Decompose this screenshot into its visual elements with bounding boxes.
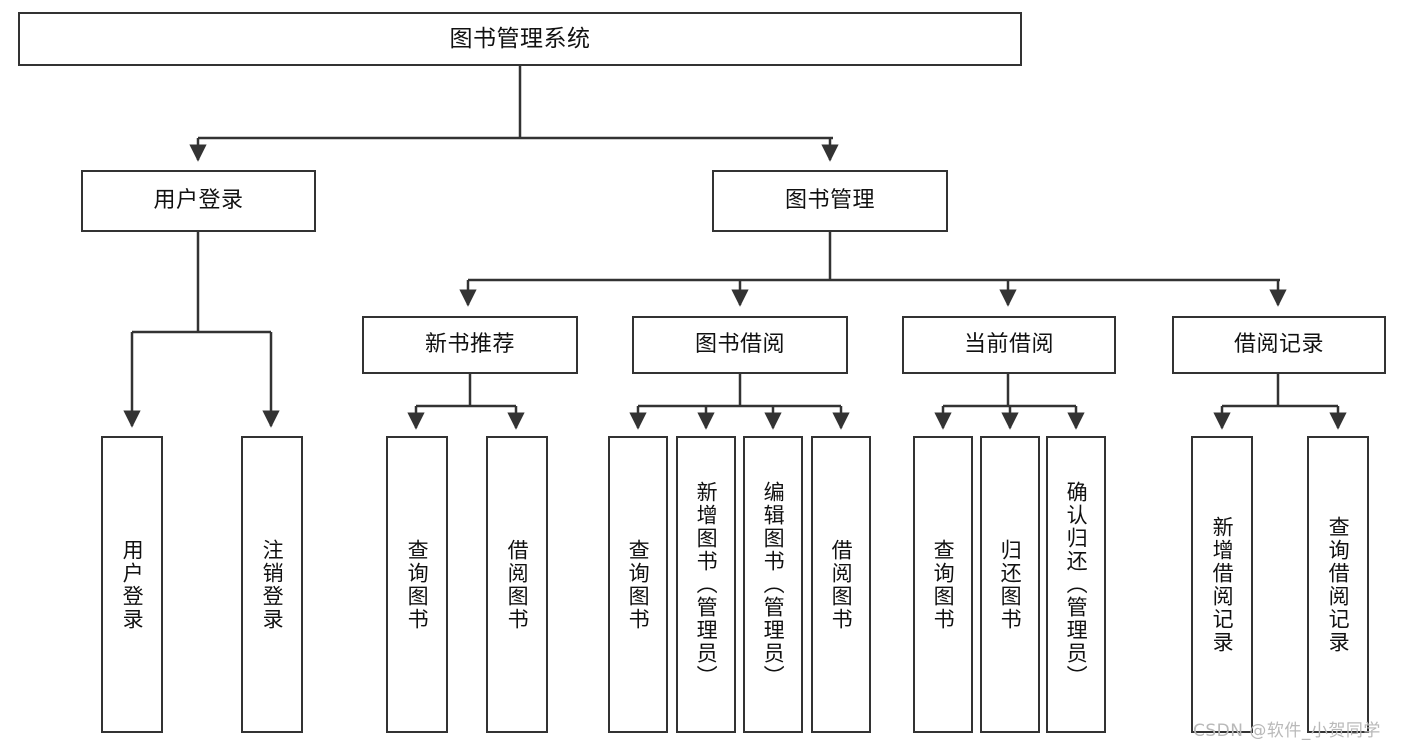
edges-bookborrow-to-leaves — [629, 374, 850, 430]
node-leaf-return-book[interactable]: 归还图书 — [980, 436, 1040, 733]
node-user-login[interactable]: 用户登录 — [81, 170, 316, 232]
edges-currentborrow-to-leaves — [934, 374, 1085, 430]
node-leaf-query-book-3[interactable]: 查询图书 — [913, 436, 973, 733]
node-current-borrow[interactable]: 当前借阅 — [902, 316, 1116, 374]
node-label: 查询图书 — [626, 538, 651, 631]
node-label: 确认归还（管理员） — [1064, 481, 1089, 688]
node-leaf-borrow-book-1[interactable]: 借阅图书 — [486, 436, 548, 733]
node-leaf-query-record[interactable]: 查询借阅记录 — [1307, 436, 1369, 733]
node-borrow-record[interactable]: 借阅记录 — [1172, 316, 1386, 374]
node-root-system[interactable]: 图书管理系统 — [18, 12, 1022, 66]
node-new-book-recommend[interactable]: 新书推荐 — [362, 316, 578, 374]
node-label: 图书管理系统 — [449, 25, 591, 52]
edges-book-manage-to-level3 — [459, 232, 1287, 307]
node-label: 借阅图书 — [505, 538, 530, 631]
node-label: 新增借阅记录 — [1210, 515, 1235, 654]
node-label: 新书推荐 — [424, 332, 515, 358]
node-label: 归还图书 — [998, 538, 1023, 631]
node-label: 查询图书 — [931, 538, 956, 631]
node-leaf-query-book-1[interactable]: 查询图书 — [386, 436, 448, 733]
node-leaf-logout[interactable]: 注销登录 — [241, 436, 303, 733]
edges-borrowrecord-to-leaves — [1213, 374, 1347, 430]
node-label: 用户登录 — [153, 188, 244, 214]
node-leaf-add-book[interactable]: 新增图书（管理员） — [676, 436, 736, 733]
node-label: 借阅记录 — [1233, 332, 1324, 358]
node-label: 查询借阅记录 — [1326, 515, 1351, 654]
node-label: 当前借阅 — [963, 332, 1054, 358]
node-label: 图书借阅 — [694, 332, 785, 358]
node-leaf-query-book-2[interactable]: 查询图书 — [608, 436, 668, 733]
node-label: 借阅图书 — [829, 538, 854, 631]
node-leaf-confirm-return[interactable]: 确认归还（管理员） — [1046, 436, 1106, 733]
node-book-manage[interactable]: 图书管理 — [712, 170, 948, 232]
node-book-borrow[interactable]: 图书借阅 — [632, 316, 848, 374]
node-label: 图书管理 — [784, 188, 875, 214]
edges-newbook-to-leaves — [407, 374, 525, 430]
node-label: 新增图书（管理员） — [694, 481, 719, 688]
node-label: 查询图书 — [405, 538, 430, 631]
node-leaf-add-record[interactable]: 新增借阅记录 — [1191, 436, 1253, 733]
node-label: 用户登录 — [120, 538, 145, 631]
edges-user-login-to-leaves — [123, 232, 280, 428]
edges-root-to-level2 — [189, 66, 839, 162]
node-label: 注销登录 — [260, 538, 285, 631]
node-leaf-edit-book[interactable]: 编辑图书（管理员） — [743, 436, 803, 733]
node-leaf-borrow-book-2[interactable]: 借阅图书 — [811, 436, 871, 733]
node-label: 编辑图书（管理员） — [761, 481, 786, 688]
node-leaf-user-login[interactable]: 用户登录 — [101, 436, 163, 733]
